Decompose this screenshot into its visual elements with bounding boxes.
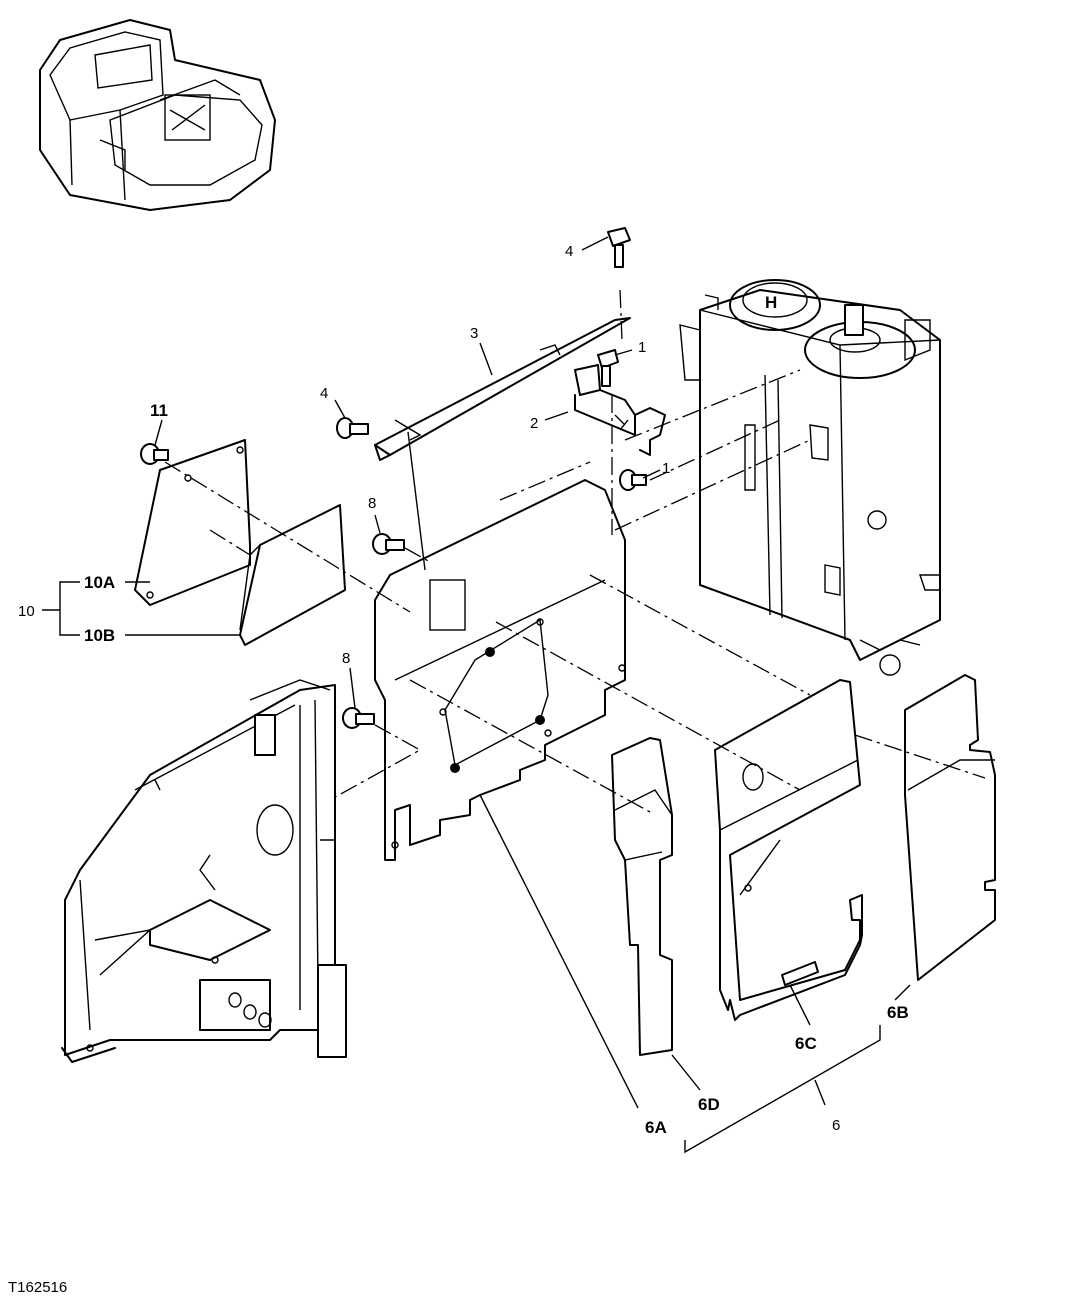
callout-6B: 6B <box>887 1003 909 1022</box>
callout-labels: 4 3 1 4 2 1 11 8 8 10 10A 10B 6B 6C 6D 6… <box>18 243 909 1137</box>
bolt-1-lower <box>619 469 647 491</box>
callout-6A: 6A <box>645 1118 667 1137</box>
bolt-11 <box>140 443 169 465</box>
bolt-8-lower <box>342 707 375 729</box>
hydraulic-tank: H <box>679 279 941 676</box>
callout-10B: 10B <box>84 626 115 645</box>
figure-id: T162516 <box>8 1279 67 1296</box>
callout-1-lower: 1 <box>662 460 670 477</box>
callout-6D: 6D <box>698 1095 720 1114</box>
fasteners <box>140 227 647 729</box>
bolt-1-upper <box>597 349 619 387</box>
bolt-4-top <box>607 227 631 268</box>
part-3-bracket <box>374 317 631 461</box>
callout-8-lower: 8 <box>342 650 350 667</box>
callout-4-left: 4 <box>320 385 328 402</box>
callout-1-upper: 1 <box>638 339 646 356</box>
assembly-leader-lines <box>164 289 986 813</box>
callout-10A: 10A <box>84 573 115 592</box>
callout-6: 6 <box>832 1117 840 1134</box>
callout-4-top: 4 <box>565 243 573 260</box>
callout-leaders <box>42 236 911 1154</box>
svg-text:H: H <box>765 293 777 312</box>
bolt-4-left <box>336 417 369 439</box>
part-6C-pad <box>714 679 863 1021</box>
left-frame <box>61 679 347 1063</box>
part-10B-pad <box>239 504 346 646</box>
part-10A-cover <box>134 439 251 606</box>
callout-8-upper: 8 <box>368 495 376 512</box>
part-6D-pad <box>611 737 673 1056</box>
callout-2: 2 <box>530 415 538 432</box>
bolt-8-upper <box>372 533 405 555</box>
callout-3: 3 <box>470 325 478 342</box>
callout-6C: 6C <box>795 1034 817 1053</box>
machine-locator-thumbnail <box>39 19 276 211</box>
part-2-bracket <box>574 364 666 456</box>
part-6B-pad <box>904 674 996 981</box>
main-panel <box>374 479 626 861</box>
callout-10: 10 <box>18 603 35 620</box>
callout-11: 11 <box>150 401 168 420</box>
